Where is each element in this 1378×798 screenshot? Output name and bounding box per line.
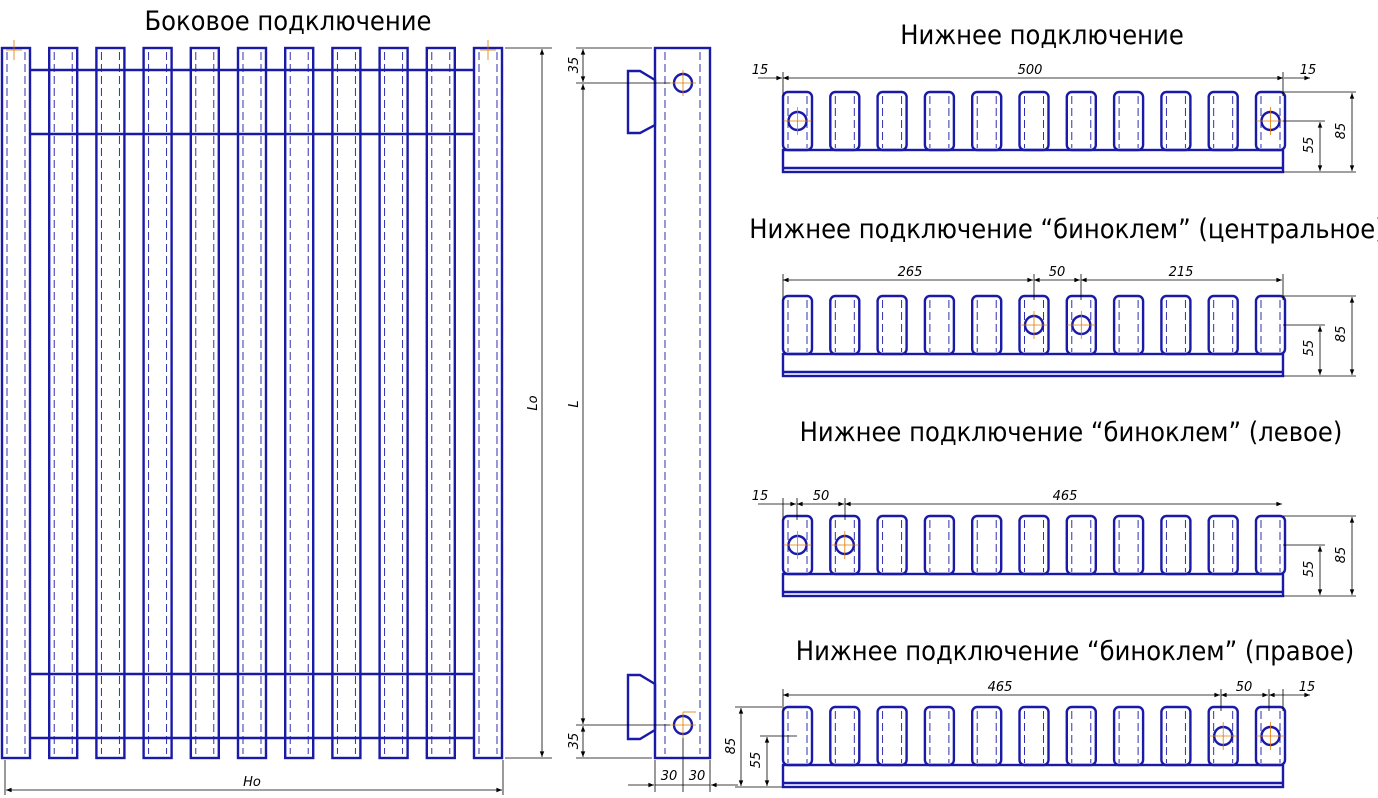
collector-bar — [781, 352, 1285, 378]
section-tube — [971, 705, 1003, 767]
section-tube — [923, 90, 956, 152]
section-tube — [971, 514, 1003, 576]
right-h1-label: 55 — [749, 752, 764, 769]
dim-l-label: L — [567, 400, 582, 407]
bottom-h2-label: 85 — [1334, 123, 1349, 140]
title-left: Нижнее подключение “биноклем” (левое) — [800, 417, 1343, 448]
left-d2-label: 50 — [813, 489, 830, 504]
section-tube — [1112, 514, 1145, 576]
left-h1-label: 55 — [1302, 561, 1317, 578]
section-tube — [829, 90, 861, 152]
central-h1-label: 55 — [1302, 340, 1317, 357]
right-d3-label: 15 — [1299, 680, 1316, 695]
collector-bar — [781, 572, 1285, 598]
bottom-d2-label: 500 — [1018, 63, 1043, 78]
section-tube — [1112, 705, 1145, 767]
section-tube — [48, 46, 79, 760]
section-tube — [1207, 294, 1239, 356]
left-d1-label: 15 — [752, 489, 769, 504]
profile-body — [653, 46, 712, 760]
section-tube — [0, 46, 32, 760]
bottom-h1-label: 55 — [1302, 137, 1317, 154]
section-tube — [1065, 90, 1098, 152]
right-h2-label: 85 — [724, 738, 739, 755]
bottom-view-0 — [758, 72, 1356, 174]
bracket-top — [626, 69, 657, 135]
bottom-view-2 — [758, 498, 1356, 598]
section-tube — [876, 90, 908, 152]
title-right: Нижнее подключение “биноклем” (правое) — [796, 636, 1354, 667]
title-bottom: Нижнее подключение — [900, 20, 1184, 51]
section-tube — [284, 46, 315, 760]
dim-ho-label: Ho — [243, 775, 261, 790]
section-tube — [1160, 294, 1192, 356]
section-tube — [781, 294, 814, 356]
section-tube — [923, 294, 956, 356]
section-tube — [971, 294, 1003, 356]
bottom-view-1 — [781, 274, 1356, 378]
section-tube — [923, 705, 956, 767]
profile-view: 35 L 35 30 30 — [567, 46, 738, 792]
section-tube — [1254, 514, 1287, 576]
collector-bar — [781, 763, 1285, 789]
central-h2-label: 85 — [1334, 326, 1349, 343]
section-tube — [923, 514, 956, 576]
side-tubes — [0, 46, 504, 760]
central-d3-label: 215 — [1169, 265, 1194, 280]
left-d3-label: 465 — [1053, 489, 1078, 504]
bracket-bottom — [626, 673, 657, 741]
section-tube — [189, 46, 221, 760]
collector-bar — [781, 148, 1285, 174]
dim-lo-label: Lo — [526, 395, 541, 410]
side-view: Ho Lo — [0, 40, 552, 795]
title-central: Нижнее подключение “биноклем” (центральн… — [749, 214, 1378, 245]
section-tube — [876, 514, 908, 576]
dim-depth-b-label: 30 — [689, 769, 706, 784]
section-tube — [236, 46, 268, 760]
section-tube — [1018, 90, 1050, 152]
dim-bottom-offset-label: 35 — [567, 733, 582, 750]
section-tube — [876, 294, 908, 356]
section-tube — [971, 90, 1003, 152]
section-tube — [829, 294, 861, 356]
section-tube — [95, 46, 126, 760]
section-tube — [876, 705, 908, 767]
section-tube — [1160, 90, 1192, 152]
section-tube — [378, 46, 409, 760]
left-h2-label: 85 — [1334, 547, 1349, 564]
right-d1-label: 465 — [988, 680, 1013, 695]
bottom-views — [735, 72, 1356, 789]
section-tube — [1018, 705, 1050, 767]
section-tube — [1065, 705, 1098, 767]
section-tube — [1112, 90, 1145, 152]
dim-depth-a-label: 30 — [661, 769, 678, 784]
section-tube — [1160, 705, 1192, 767]
section-tube — [425, 46, 456, 760]
section-tube — [1207, 514, 1239, 576]
central-d1-label: 265 — [898, 265, 923, 280]
bottom-d3-label: 15 — [1300, 63, 1317, 78]
section-tube — [1065, 514, 1098, 576]
section-tube — [142, 46, 173, 760]
section-tube — [331, 46, 362, 760]
section-tube — [1018, 514, 1050, 576]
section-tube — [1160, 514, 1192, 576]
central-d2-label: 50 — [1049, 265, 1066, 280]
section-tube — [1112, 294, 1145, 356]
dim-top-offset-label: 35 — [567, 57, 582, 74]
right-d2-label: 50 — [1236, 680, 1253, 695]
section-tube — [472, 46, 504, 760]
section-tube — [1254, 294, 1287, 356]
bottom-d1-label: 15 — [752, 63, 769, 78]
section-tube — [829, 705, 861, 767]
section-tube — [1207, 90, 1239, 152]
bottom-view-3 — [735, 689, 1310, 789]
title-side: Боковое подключение — [144, 6, 431, 37]
